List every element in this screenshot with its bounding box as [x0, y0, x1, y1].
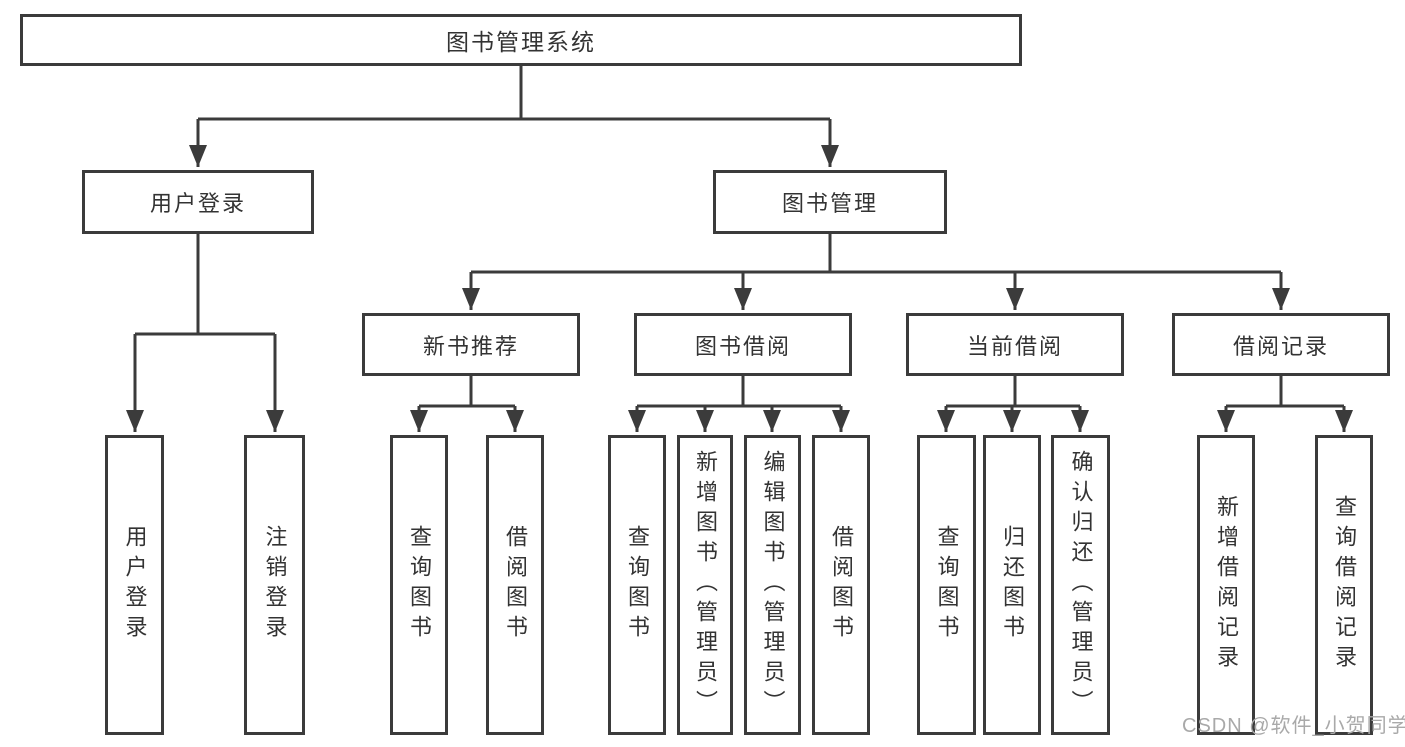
leaf-confirm-return-admin-label: 确认归还（管理员） [1068, 450, 1094, 720]
leaf-add-book-admin-label: 新增图书（管理员） [693, 450, 718, 720]
leaf-logout-label: 注销登录 [262, 525, 288, 645]
node-book-management: 图书管理 [713, 170, 947, 234]
leaf-logout: 注销登录 [244, 435, 305, 735]
node-user-login-label: 用户登录 [149, 191, 246, 216]
leaf-borrow-books-borrowing-label: 借阅图书 [829, 525, 854, 645]
leaf-edit-book-admin: 编辑图书（管理员） [744, 435, 801, 735]
leaf-query-books-recommend: 查询图书 [390, 435, 448, 735]
leaf-query-books-borrowing-label: 查询图书 [625, 525, 650, 645]
leaf-confirm-return-admin: 确认归还（管理员） [1051, 435, 1110, 735]
node-book-borrowing-label: 图书借阅 [694, 333, 791, 359]
leaf-return-books-label: 归还图书 [1000, 525, 1025, 645]
node-current-borrowing-label: 当前借阅 [966, 333, 1063, 359]
leaf-query-borrow-record-label: 查询借阅记录 [1332, 495, 1357, 675]
leaf-add-borrow-record-label: 新增借阅记录 [1214, 495, 1239, 675]
node-library-system-label: 图书管理系统 [446, 29, 596, 55]
leaf-query-books-recommend-label: 查询图书 [407, 525, 432, 645]
node-current-borrowing: 当前借阅 [906, 313, 1124, 376]
node-borrowing-records-label: 借阅记录 [1232, 333, 1329, 359]
leaf-edit-book-admin-label: 编辑图书（管理员） [760, 450, 786, 720]
leaf-add-book-admin: 新增图书（管理员） [677, 435, 733, 735]
leaf-user-login-label: 用户登录 [122, 525, 148, 645]
leaf-query-books-borrowing: 查询图书 [608, 435, 666, 735]
leaf-add-borrow-record: 新增借阅记录 [1197, 435, 1255, 735]
leaf-return-books: 归还图书 [983, 435, 1041, 735]
node-new-book-recommendation: 新书推荐 [362, 313, 580, 376]
node-library-system: 图书管理系统 [20, 14, 1022, 66]
leaf-user-login: 用户登录 [105, 435, 164, 735]
leaf-borrow-books-borrowing: 借阅图书 [812, 435, 870, 735]
leaf-query-books-current: 查询图书 [917, 435, 976, 735]
leaf-query-borrow-record: 查询借阅记录 [1315, 435, 1373, 735]
node-book-borrowing: 图书借阅 [634, 313, 852, 376]
node-new-book-recommendation-label: 新书推荐 [422, 333, 519, 359]
node-borrowing-records: 借阅记录 [1172, 313, 1390, 376]
leaf-borrow-books-recommend-label: 借阅图书 [503, 525, 528, 645]
leaf-borrow-books-recommend: 借阅图书 [486, 435, 544, 735]
node-book-management-label: 图书管理 [781, 191, 878, 216]
leaf-query-books-current-label: 查询图书 [934, 525, 960, 645]
node-user-login: 用户登录 [82, 170, 314, 234]
watermark: CSDN @软件_小贺同学 [1182, 715, 1405, 737]
